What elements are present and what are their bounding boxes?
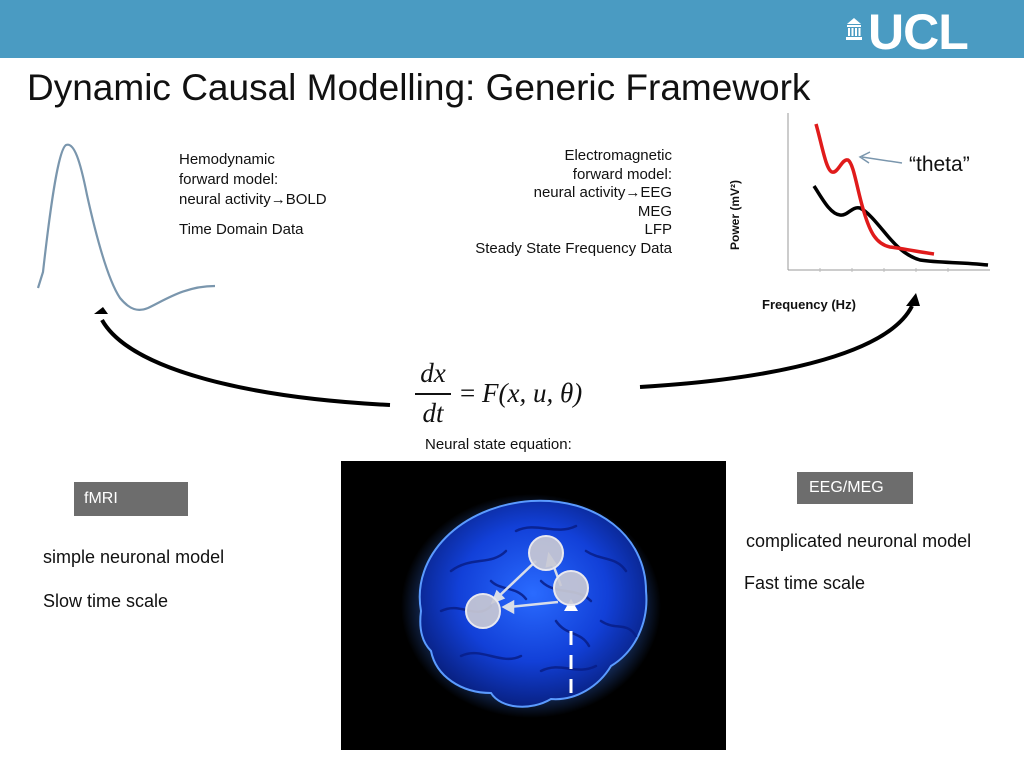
hemo-line-3: neural activity→BOLD bbox=[179, 191, 327, 208]
equation-fraction-bar bbox=[415, 393, 451, 395]
spectrum-ticks bbox=[819, 268, 949, 272]
spectrum-red-curve bbox=[814, 123, 935, 256]
em-line-3: neural activity→EEG bbox=[533, 184, 672, 201]
spectrum-black-curve bbox=[812, 185, 989, 267]
brain-image-panel bbox=[341, 461, 726, 750]
hemo-line-2: forward model: bbox=[179, 171, 279, 188]
arrow-to-eeg bbox=[639, 305, 914, 389]
eegmeg-badge: EEG/MEG bbox=[797, 472, 913, 504]
equation-rhs: = F(x, u, θ) bbox=[460, 378, 582, 409]
equation-numerator: dx bbox=[420, 358, 446, 388]
equation-denominator: dt bbox=[422, 398, 444, 428]
fmri-time-scale-text: Slow time scale bbox=[43, 591, 169, 611]
steady-state-label: Steady State Frequency Data bbox=[475, 239, 672, 257]
arrow-to-eeg-head bbox=[906, 293, 920, 306]
eeg-neuronal-model-text: complicated neuronal model bbox=[746, 531, 972, 551]
neural-node-top bbox=[528, 535, 564, 571]
time-domain-label: Time Domain Data bbox=[179, 221, 304, 238]
em-line-2: forward model: bbox=[572, 165, 672, 183]
neural-node-right bbox=[553, 570, 589, 606]
slide-title: Dynamic Causal Modelling: Generic Framew… bbox=[27, 67, 811, 108]
em-line-1: Electromagnetic bbox=[564, 147, 672, 164]
hemo-line-1: Hemodynamic bbox=[179, 151, 275, 168]
fmri-badge: fMRI bbox=[74, 482, 188, 516]
electromagnetic-text-block: Electromagnetic forward model: neural ac… bbox=[420, 147, 672, 258]
fmri-neuronal-model-text: simple neuronal model bbox=[43, 547, 225, 567]
brain-gyri bbox=[439, 524, 638, 673]
equation-caption: Neural state equation: bbox=[425, 436, 572, 453]
arrow-to-fmri-head bbox=[94, 307, 108, 314]
neural-node-left bbox=[465, 593, 501, 629]
equation-args: (x, u, θ) bbox=[498, 378, 583, 408]
brain-illustration bbox=[401, 494, 661, 718]
ucl-portico-icon bbox=[846, 18, 862, 40]
em-line-5: LFP bbox=[644, 221, 672, 238]
hemodynamic-text-block: Hemodynamic forward model: neural activi… bbox=[179, 150, 327, 240]
equation-equals: = bbox=[460, 378, 482, 408]
eeg-time-scale-text: Fast time scale bbox=[744, 573, 866, 593]
theta-arrow bbox=[861, 156, 903, 164]
ucl-logo: UCL bbox=[868, 4, 969, 60]
theta-annotation: “theta” bbox=[909, 153, 970, 176]
theta-arrowhead bbox=[858, 151, 871, 164]
spectrum-x-label: Frequency (Hz) bbox=[762, 297, 856, 312]
em-line-4: MEG bbox=[637, 202, 672, 220]
arrow-to-fmri bbox=[100, 319, 391, 407]
equation-function: F bbox=[481, 378, 499, 408]
